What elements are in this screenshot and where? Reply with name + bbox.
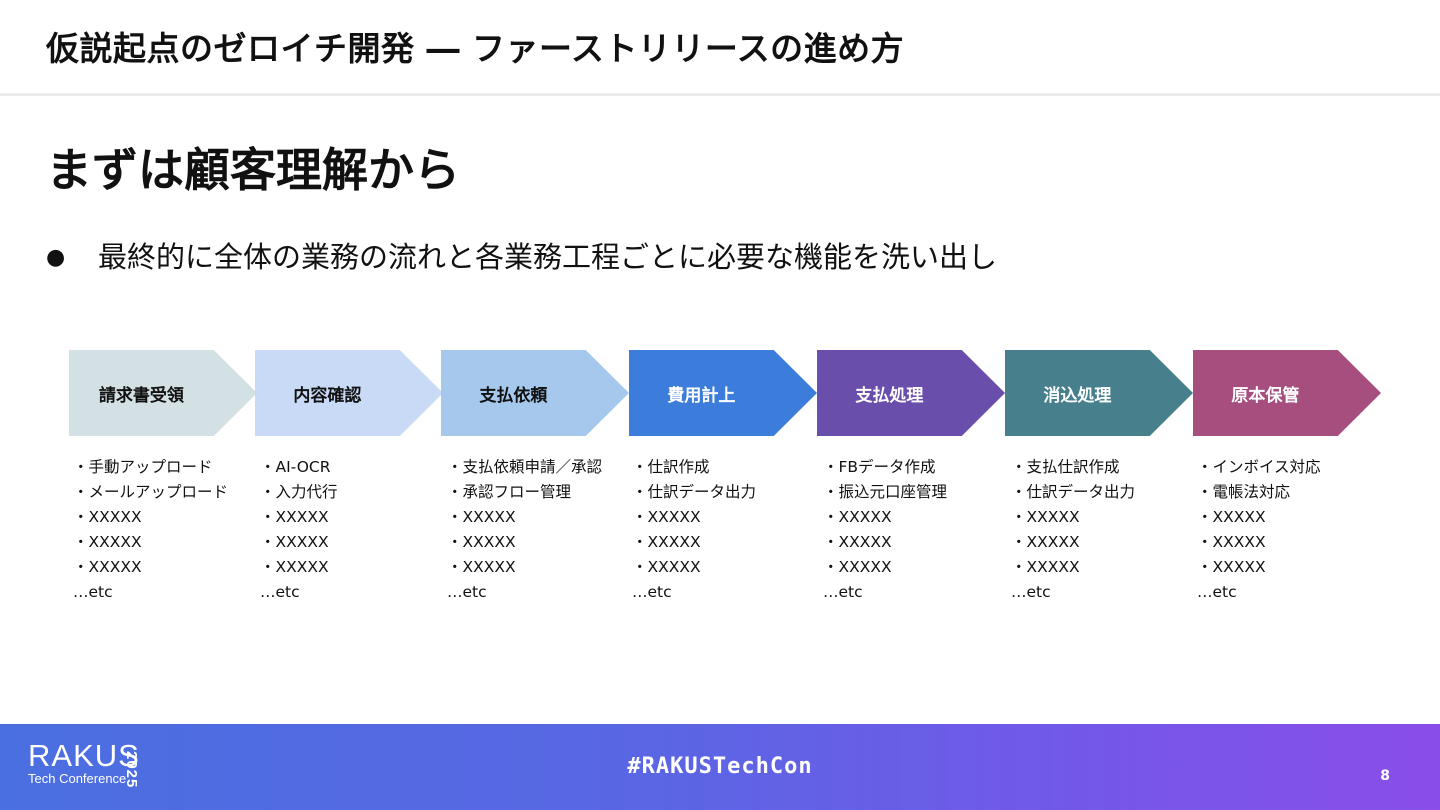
process-step-7: 原本保管 <box>1193 350 1381 436</box>
feature-list-item: ・XXXXX <box>632 508 701 526</box>
process-step-label: 原本保管 <box>1231 385 1300 406</box>
process-flow: 請求書受領 内容確認 支払依頼 費用計上 支払処理 消込処理 原本保管 <box>0 350 1440 436</box>
feature-list-item: ・支払仕訳作成 <box>1011 458 1120 476</box>
feature-list-item: ・支払依頼申請／承認 <box>447 458 603 476</box>
feature-list-5: ・FBデータ作成・振込元口座管理・XXXXX ・XXXXX ・XXXXX …etc <box>823 455 1003 605</box>
logo-subtitle: Tech Conference <box>28 771 127 786</box>
logo-wordmark: RAKUS <box>28 738 140 773</box>
feature-list-item: ・XXXXX <box>1197 558 1266 576</box>
feature-list-item: ・入力代行 <box>260 483 338 501</box>
feature-list-item: ・XXXXX <box>823 533 892 551</box>
process-step-6: 消込処理 <box>1005 350 1193 436</box>
feature-list-item: ・仕訳データ出力 <box>632 483 757 501</box>
feature-list-item: ・XXXXX <box>632 533 701 551</box>
process-step-label: 請求書受領 <box>98 385 184 406</box>
feature-list-7: ・インボイス対応・電帳法対応・XXXXX ・XXXXX ・XXXXX …etc <box>1197 455 1377 605</box>
feature-list-item: ・XXXXX <box>260 533 329 551</box>
feature-list-item: …etc <box>1197 583 1237 601</box>
feature-list-6: ・支払仕訳作成・仕訳データ出力・XXXXX ・XXXXX ・XXXXX …etc <box>1011 455 1191 605</box>
feature-list-item: ・XXXXX <box>73 508 142 526</box>
slide-header: 仮説起点のゼロイチ開発 ― ファーストリリースの進め方 <box>0 0 1440 96</box>
feature-list-item: ・XXXXX <box>632 558 701 576</box>
process-step-label: 支払依頼 <box>479 385 548 406</box>
feature-list-item: ・XXXXX <box>1011 508 1080 526</box>
process-step-5: 支払処理 <box>817 350 1005 436</box>
process-step-label: 支払処理 <box>855 385 924 406</box>
feature-list-item: ・XXXXX <box>447 508 516 526</box>
feature-list-item: ・XXXXX <box>1197 508 1266 526</box>
feature-list-3: ・支払依頼申請／承認・承認フロー管理・XXXXX ・XXXXX ・XXXXX …etc <box>447 455 627 605</box>
section-title: まずは顧客理解から <box>46 143 460 197</box>
feature-list-item: …etc <box>447 583 487 601</box>
slide-title: 仮説起点のゼロイチ開発 ― ファーストリリースの進め方 <box>46 29 905 68</box>
feature-list-item: ・仕訳作成 <box>632 458 710 476</box>
feature-list-item: ・XXXXX <box>447 558 516 576</box>
feature-list-item: …etc <box>823 583 863 601</box>
feature-list-item: ・XXXXX <box>260 508 329 526</box>
process-step-3: 支払依頼 <box>441 350 629 436</box>
feature-list-item: ・XXXXX <box>823 508 892 526</box>
feature-list-item: ・XXXXX <box>73 533 142 551</box>
feature-list-4: ・仕訳作成・仕訳データ出力・XXXXX ・XXXXX ・XXXXX …etc <box>632 455 812 605</box>
feature-list-item: ・インボイス対応 <box>1197 458 1321 476</box>
bullet-text: 最終的に全体の業務の流れと各業務工程ごとに必要な機能を洗い出し <box>98 240 998 274</box>
feature-list-item: ・XXXXX <box>73 558 142 576</box>
feature-list-item: ・振込元口座管理 <box>823 483 948 501</box>
feature-list-item: ・電帳法対応 <box>1197 483 1291 501</box>
feature-list-item: …etc <box>260 583 300 601</box>
feature-list-item: ・AI-OCR <box>260 458 331 476</box>
process-step-4: 費用計上 <box>629 350 817 436</box>
feature-list-item: ・承認フロー管理 <box>447 483 572 501</box>
hashtag: #RAKUSTechCon <box>627 754 813 779</box>
feature-list-item: …etc <box>73 583 113 601</box>
process-step-label: 費用計上 <box>667 385 736 406</box>
feature-list-item: ・XXXXX <box>447 533 516 551</box>
feature-list-item: ・XXXXX <box>1197 533 1266 551</box>
feature-list-item: …etc <box>1011 583 1051 601</box>
feature-list-item: ・XXXXX <box>260 558 329 576</box>
feature-list-item: ・手動アップロード <box>73 458 213 476</box>
process-step-label: 消込処理 <box>1043 385 1112 406</box>
feature-list-item: ・XXXXX <box>823 558 892 576</box>
feature-list-item: ・メールアップロード <box>73 483 229 501</box>
feature-list-item: ・XXXXX <box>1011 558 1080 576</box>
process-step-1: 請求書受領 <box>69 350 257 436</box>
feature-list-item: ・XXXXX <box>1011 533 1080 551</box>
feature-list-1: ・手動アップロード・メールアップロード・XXXXX ・XXXXX ・XXXXX …et… <box>73 455 253 605</box>
slide-footer: RAKUS Tech Conference 2025 #RAKUSTechCon… <box>0 724 1440 810</box>
rakus-tech-conference-logo: RAKUS Tech Conference 2025 <box>28 738 140 788</box>
feature-list-item: ・仕訳データ出力 <box>1011 483 1136 501</box>
bullet-point: ● 最終的に全体の業務の流れと各業務工程ごとに必要な機能を洗い出し <box>46 234 997 276</box>
page-number: 8 <box>1380 768 1390 784</box>
bullet-dot-icon: ● <box>46 245 66 270</box>
process-step-label: 内容確認 <box>293 385 362 406</box>
process-step-2: 内容確認 <box>255 350 443 436</box>
feature-list-2: ・AI-OCR ・入力代行・XXXXX ・XXXXX ・XXXXX …etc <box>260 455 440 605</box>
feature-list-item: …etc <box>632 583 672 601</box>
feature-list-item: ・FBデータ作成 <box>823 458 936 476</box>
